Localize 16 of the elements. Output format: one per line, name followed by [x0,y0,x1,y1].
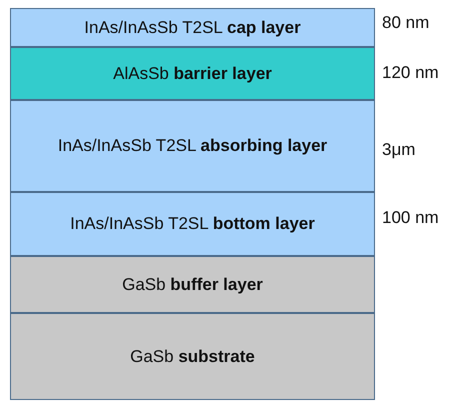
layer-band [10,256,375,313]
layer-label: InAs/InAsSb T2SL cap layer [84,18,301,38]
layer-band [10,8,375,47]
layer-band [10,313,375,400]
layer-band [10,47,375,100]
thickness-label: 80 nm [382,13,430,33]
layer-label: AlAsSb barrier layer [113,64,272,84]
thickness-label: 120 nm [382,63,439,83]
thickness-label: 3μm [382,140,416,160]
layer-band [10,100,375,192]
layer-label: GaSb buffer layer [122,274,263,294]
layer-label: GaSb substrate [130,346,255,366]
layer-label: InAs/InAsSb T2SL absorbing layer [58,136,328,156]
layer-band [10,192,375,256]
thickness-label: 100 nm [382,208,439,228]
layer-label: InAs/InAsSb T2SL bottom layer [70,214,315,234]
